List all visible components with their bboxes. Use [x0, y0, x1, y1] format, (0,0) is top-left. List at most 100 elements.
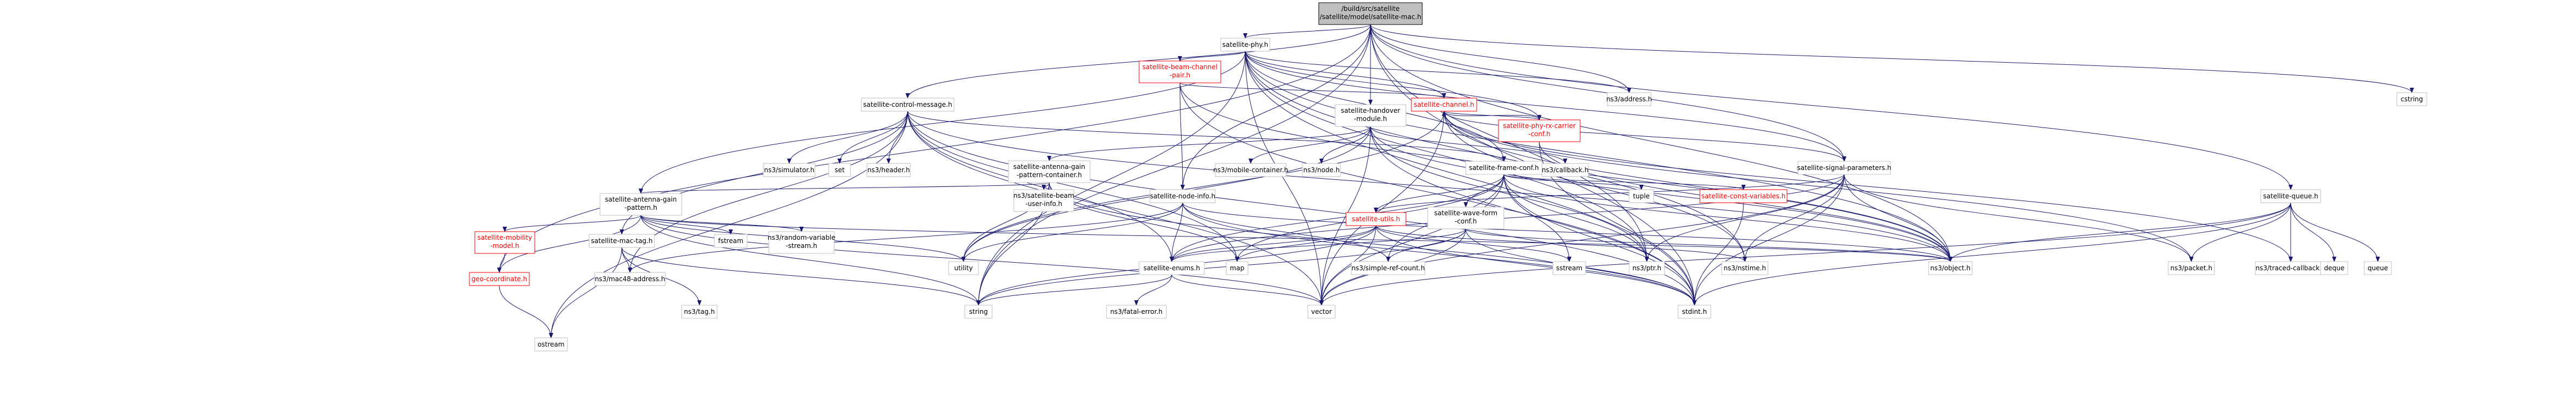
edge-const-variables-to-stdint [1692, 202, 1744, 306]
node-stdint[interactable]: stdint.h [1678, 305, 1711, 319]
node-sat-queue[interactable]: satellite-queue.h [2260, 189, 2321, 203]
node-mac-tag[interactable]: satellite-mac-tag.h [589, 234, 655, 248]
node-ns3-header[interactable]: ns3/header.h [866, 163, 911, 177]
node-label: -pair.h [1170, 71, 1190, 79]
node-utility[interactable]: utility [948, 261, 979, 275]
edge-control-msg-to-sat-enums [907, 111, 1174, 262]
edge-sat-channel-to-signal-params [1443, 111, 1846, 162]
node-label: -stream.h [786, 242, 817, 250]
node-label: satellite-channel.h [1414, 101, 1474, 108]
node-box [861, 98, 954, 112]
node-random-variable[interactable]: ns3/random-variable-stream.h [768, 231, 836, 254]
node-ns3-object[interactable]: ns3/object.h [1928, 261, 1973, 275]
node-tuple[interactable]: tuple [1629, 189, 1654, 203]
node-box [1318, 2, 1423, 25]
node-simple-ref-count[interactable]: ns3/simple-ref-count.h [1351, 261, 1425, 275]
node-string[interactable]: string [964, 305, 993, 319]
edge-sat-phy-to-phy-rx-carrier [1245, 51, 1541, 120]
node-label: satellite-const-variables.h [1702, 192, 1786, 200]
node-queue[interactable]: queue [2364, 261, 2392, 275]
node-mac48[interactable]: ns3/mac48-address.h [594, 272, 666, 286]
node-label: ns3/simple-ref-count.h [1351, 264, 1425, 272]
node-ns3-nstime[interactable]: ns3/nstime.h [1721, 261, 1769, 275]
node-label: vector [1311, 308, 1332, 316]
node-label: satellite-antenna-gain [605, 196, 677, 203]
node-box [1013, 189, 1074, 212]
node-root[interactable]: /build/src/satellite/satellite/model/sat… [1318, 2, 1423, 25]
node-box [1427, 207, 1504, 229]
node-const-variables[interactable]: satellite-const-variables.h [1699, 189, 1788, 203]
node-sat-enums[interactable]: satellite-enums.h [1139, 261, 1205, 275]
node-fatal-error[interactable]: ns3/fatal-error.h [1106, 305, 1167, 319]
node-beam-user-info[interactable]: ns3/satellite-beam-user-info.h [1013, 189, 1074, 212]
node-ns3-packet[interactable]: ns3/packet.h [2168, 261, 2215, 275]
node-box [589, 234, 655, 248]
node-sat-channel[interactable]: satellite-channel.h [1411, 98, 1477, 112]
node-ns3-simulator[interactable]: ns3/simulator.h [763, 163, 816, 177]
node-ns3-address[interactable]: ns3/address.h [1606, 92, 1652, 106]
edge-frame-conf-to-vector [1319, 174, 1504, 306]
node-label: -pattern-container.h [1017, 171, 1082, 179]
node-frame-conf[interactable]: satellite-frame-conf.h [1465, 161, 1543, 175]
node-wave-form[interactable]: satellite-wave-form-conf.h [1427, 207, 1504, 229]
edge-sat-queue-to-vector [1319, 202, 2291, 306]
node-box [1541, 163, 1589, 177]
node-label: ns3/fatal-error.h [1110, 308, 1162, 316]
node-label: utility [954, 264, 972, 272]
node-label: tuple [1633, 192, 1650, 200]
node-sstream[interactable]: sstream [1552, 261, 1586, 275]
node-label: ns3/tag.h [684, 308, 715, 316]
node-mobile-container[interactable]: ns3/mobile-container.h [1213, 163, 1288, 177]
node-vector[interactable]: vector [1307, 305, 1336, 319]
edge-root-to-sat-phy [1243, 24, 1371, 39]
node-ns3-callback[interactable]: ns3/callback.h [1541, 163, 1589, 177]
node-ns3-ptr[interactable]: ns3/ptr.h [1629, 261, 1665, 275]
node-label: satellite-utils.h [1352, 215, 1400, 223]
node-label: /satellite/model/satellite-mac.h [1320, 13, 1421, 21]
node-phy-rx-carrier[interactable]: satellite-phy-rx-carrier-conf.h [1498, 119, 1581, 142]
edge-beam-pair-to-node-info [1179, 82, 1185, 190]
node-sat-utils[interactable]: satellite-utils.h [1345, 212, 1406, 226]
node-deque[interactable]: deque [2320, 261, 2348, 275]
node-traced-callback[interactable]: ns3/traced-callback.h [2255, 261, 2327, 275]
node-beam-pair[interactable]: satellite-beam-channel-pair.h [1139, 60, 1221, 83]
node-map[interactable]: map [1226, 261, 1249, 275]
edge-control-msg-to-ns3-simulator [787, 111, 908, 164]
node-label: -module.h [1354, 115, 1387, 123]
edge-handover-to-ns3-ptr [1370, 126, 1649, 262]
node-box [2396, 92, 2427, 106]
node-antenna-container[interactable]: satellite-antenna-gain-pattern-container… [1008, 160, 1091, 183]
node-antenna-pattern[interactable]: satellite-antenna-gain-pattern.h [599, 193, 682, 216]
edge-sat-channel-to-ns3-packet [1443, 111, 2194, 262]
edge-frame-conf-to-const-variables [1503, 174, 1746, 190]
node-fstream[interactable]: fstream [714, 234, 748, 248]
edge-geo-coordinate-to-ostream [499, 285, 553, 338]
edge-frame-conf-to-ns3-ptr [1503, 174, 1649, 262]
node-label: deque [2324, 264, 2345, 272]
node-node-info[interactable]: satellite-node-info.h [1149, 189, 1216, 203]
node-ns3-tag[interactable]: ns3/tag.h [681, 305, 718, 319]
node-handover[interactable]: satellite-handover-module.h [1335, 104, 1406, 127]
node-box [2168, 261, 2215, 275]
edge-node-info-to-simple-ref-count [1182, 202, 1391, 262]
edge-frame-conf-to-sat-enums [1170, 174, 1504, 262]
node-ostream[interactable]: ostream [534, 337, 568, 351]
node-set[interactable]: set [828, 163, 851, 177]
node-sat-phy[interactable]: satellite-phy.h [1220, 38, 1270, 52]
node-geo-coordinate[interactable]: geo-coordinate.h [469, 272, 530, 286]
edge-control-msg-to-map [907, 111, 1239, 262]
edge-sat-utils-to-map [1235, 225, 1376, 262]
node-ns3-node[interactable]: ns3/node.h [1302, 163, 1341, 177]
edge-sat-channel-to-ns3-object [1443, 111, 1953, 262]
node-mobility-model[interactable]: satellite-mobility-model.h [474, 231, 535, 254]
node-control-msg[interactable]: satellite-control-message.h [861, 98, 954, 112]
edge-handover-to-ns3-object [1370, 126, 1953, 262]
edge-node-info-to-utility [961, 202, 1183, 262]
node-box [599, 193, 682, 216]
node-box [1220, 38, 1270, 52]
node-box [1302, 163, 1341, 177]
node-signal-params[interactable]: satellite-signal-parameters.h [1797, 161, 1892, 175]
node-cstring[interactable]: cstring [2396, 92, 2427, 106]
edge-sat-utils-to-sstream [1375, 225, 1571, 262]
edge-node-info-to-sat-enums [1170, 202, 1183, 262]
